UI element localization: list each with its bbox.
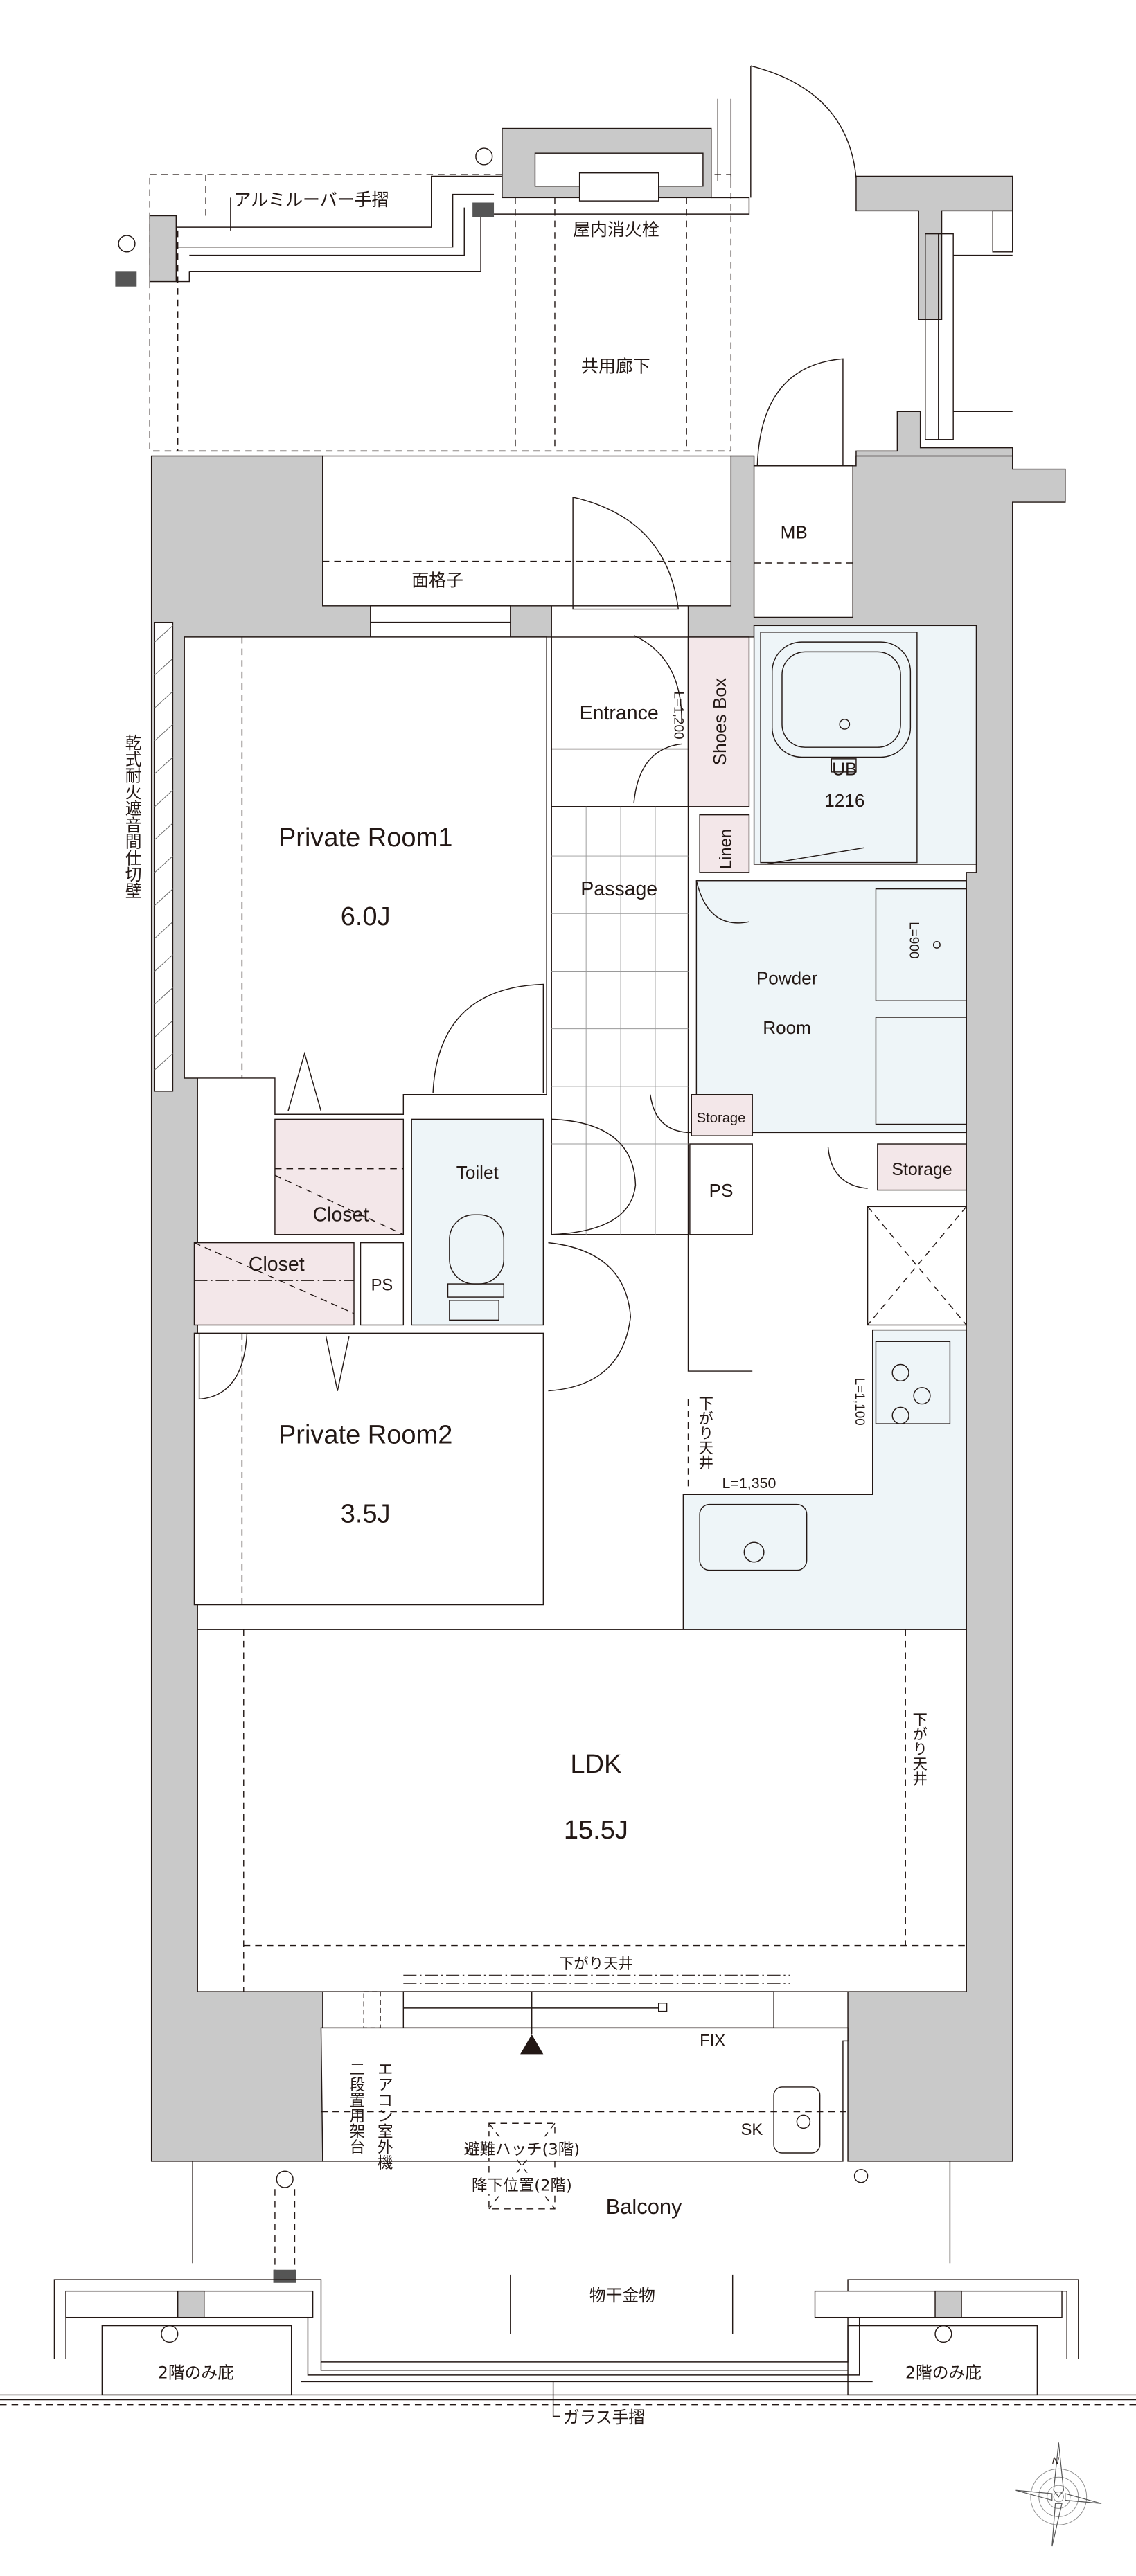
window-grille-label: 面格子 [411, 570, 463, 590]
toilet: Toilet [411, 1118, 544, 1326]
storage-small: Storage [650, 1094, 753, 1136]
private-room1-size: 6.0J [341, 902, 391, 931]
fire-hydrant-box [578, 172, 659, 202]
closet2: Closet [193, 1242, 355, 1326]
eave-left-label: 2階のみ庇 [158, 2363, 234, 2383]
eave-right-label: 2階のみ庇 [905, 2363, 982, 2383]
linen: Linen [699, 814, 750, 873]
closet1: Closet [274, 1118, 405, 1235]
private-room2-size: 3.5J [341, 1500, 391, 1529]
unit-bath-name: UB [832, 759, 857, 780]
unit-bath-size: 1216 [824, 790, 864, 811]
balcony: FIX SK エアコン室外機 二段置用架台 避難ハッチ(3階) 降下位置(2階)… [0, 1991, 1136, 2427]
corridor-outline [149, 174, 732, 452]
powder-room-label-line2: Room [763, 1017, 811, 1038]
slop-sink [773, 2086, 821, 2154]
passage-label: Passage [580, 878, 657, 900]
stove-length-label: L=1,100 [852, 1378, 867, 1426]
vanity-length-label: L=900 [907, 922, 921, 958]
ps-hall: PS [689, 1143, 753, 1235]
unit-bath: UB 1216 [753, 625, 977, 865]
porch-alcove [322, 455, 732, 607]
corridor-door-swing [750, 65, 857, 178]
lowered-ceiling-kitchen-label: 下がり天井 [696, 1396, 713, 1470]
shoes-box: Shoes Box [687, 636, 750, 807]
unit-walls: 面格子 乾式耐火遮音間仕切壁 MB [122, 358, 1066, 2162]
shoes-box-label: Shoes Box [709, 678, 730, 765]
entrance: Entrance L=1,200 [551, 497, 689, 807]
kitchen-sink [699, 1503, 808, 1571]
corridor-label: 共用廊下 [581, 356, 650, 376]
window-grille [370, 605, 511, 638]
closet1-label: Closet [313, 1204, 369, 1226]
lowered-ceiling-bottom-label: 下がり天井 [559, 1956, 633, 1973]
storage-small-label: Storage [697, 1111, 746, 1126]
partition-wall [154, 621, 174, 1092]
drain-marker [472, 202, 495, 217]
closet2-label: Closet [249, 1253, 305, 1276]
kitchen: 下がり天井 L=1,350 L=1,100 [682, 1206, 967, 1630]
ac-rack-label-line1: エアコン室外機 [375, 2061, 393, 2170]
ps-hall-label: PS [709, 1180, 734, 1201]
fix-window-label: FIX [700, 2032, 725, 2050]
partition-wall-label: 乾式耐火遮音間仕切壁 [122, 734, 141, 899]
laundry-hardware-label: 物干金物 [589, 2286, 655, 2305]
eave-right [847, 2325, 1038, 2396]
entry-arrow-icon [520, 2034, 544, 2055]
private-room1: Private Room1 6.0J [184, 636, 547, 1115]
sliding-window [402, 1991, 774, 2029]
powder-room: Powder Room L=900 [695, 880, 967, 1134]
private-room2-name: Private Room2 [278, 1421, 452, 1450]
slop-sink-label: SK [741, 2120, 763, 2139]
side-window [925, 233, 954, 440]
counter-length-label: L=1,350 [722, 1475, 776, 1492]
ps-room-label: PS [371, 1276, 393, 1295]
ldk-name: LDK [570, 1750, 621, 1779]
entrance-length-label: L=1,200 [671, 691, 686, 739]
storage-kitchen: Storage [827, 1143, 967, 1191]
entrance-label: Entrance [580, 702, 659, 724]
lowered-ceiling-side-label: 下がり天井 [910, 1712, 928, 1786]
glass-railing-label: ガラス手摺 [563, 2408, 645, 2427]
common-corridor-area: アルミルーバー手摺 屋内消火栓 共用廊下 [115, 65, 1013, 494]
storage-kitchen-label: Storage [891, 1160, 952, 1179]
linen-label: Linen [716, 829, 735, 869]
ac-rack-label-line2: 二段置用架台 [346, 2061, 364, 2155]
powder-room-label-line1: Powder [756, 967, 818, 988]
hatch-label-line2: 降下位置(2階) [472, 2177, 572, 2195]
compass-icon: N [1015, 2442, 1102, 2547]
meter-box [753, 465, 853, 618]
passage: Passage [551, 806, 689, 1235]
private-room1-name: Private Room1 [278, 823, 452, 852]
stove [875, 1341, 951, 1424]
ldk: LDK 15.5J 下がり天井 下がり天井 [197, 1629, 967, 1992]
eave-left [101, 2325, 292, 2396]
private-room2: Private Room2 3.5J [193, 1242, 632, 1606]
compass-north-label: N [1052, 2456, 1060, 2467]
toilet-label: Toilet [456, 1162, 499, 1183]
louver-rail-label: アルミルーバー手摺 [234, 190, 389, 210]
ldk-size: 15.5J [564, 1816, 628, 1845]
fire-hydrant-label: 屋内消火栓 [573, 220, 659, 240]
ps-room: PS [360, 1242, 405, 1326]
balcony-label: Balcony [606, 2194, 682, 2219]
hatch-label-line1: 避難ハッチ(3階) [464, 2140, 580, 2158]
meter-box-label: MB [781, 521, 808, 542]
escape-hatch [488, 2122, 556, 2210]
